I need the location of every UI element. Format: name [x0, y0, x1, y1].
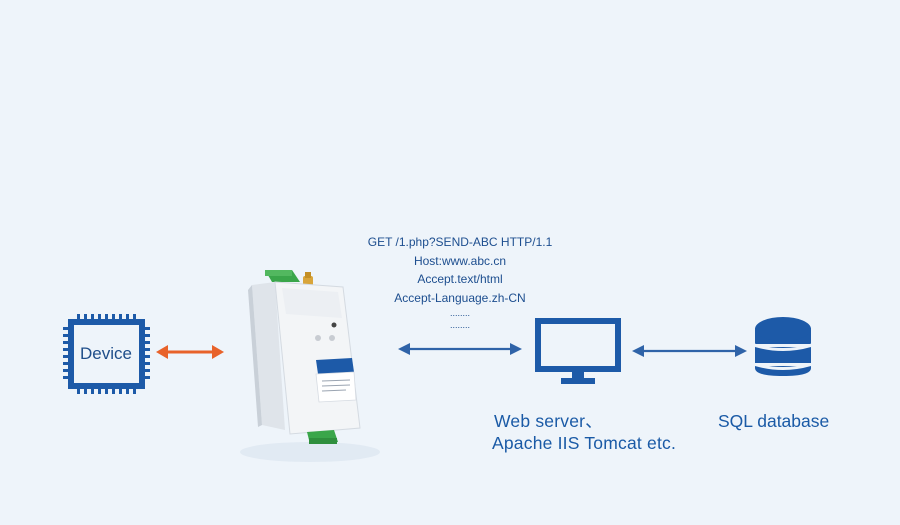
monitor-icon — [535, 318, 621, 384]
chip-icon — [63, 314, 150, 394]
web-server-label: Web server、 Apache IIS Tomcat etc. — [492, 410, 752, 454]
http-request-line: ........ — [449, 320, 470, 331]
http-request-line: GET /1.php?SEND-ABC HTTP/1.1 — [367, 235, 553, 249]
http-request-line: Accept-Language.zh-CN — [394, 290, 526, 305]
web-server-label-line2: Apache IIS Tomcat etc. — [492, 433, 677, 453]
device-label: Device — [80, 344, 132, 363]
database-label: SQL database — [718, 411, 830, 431]
db-link-arrow — [632, 345, 747, 357]
web-server-label-line1: Web server、 — [494, 411, 603, 431]
http-request-line: Accept.text/html — [417, 272, 503, 287]
http-request-text: GET /1.php?SEND-ABC HTTP/1.1 Host:www.ab… — [355, 233, 565, 331]
http-request-line: Host:www.abc.cn — [413, 253, 507, 268]
http-request-line: ........ — [449, 308, 470, 319]
http-link-arrow — [398, 343, 522, 355]
database-separators — [755, 344, 811, 370]
device-link-arrow — [156, 345, 224, 359]
din-rail-serial-converter-icon — [240, 270, 380, 462]
